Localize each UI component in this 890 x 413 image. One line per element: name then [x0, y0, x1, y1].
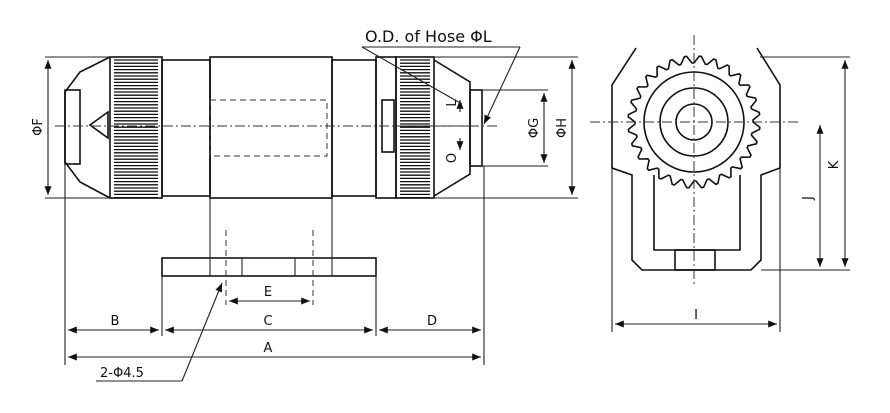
dim-b-label: B — [111, 314, 120, 329]
hose-od-leader-2 — [483, 46, 521, 125]
dim-j-label: J — [801, 196, 816, 201]
inner-bore-hidden — [209, 99, 328, 157]
hole-leader — [181, 282, 223, 382]
flow-direction-icon — [88, 110, 109, 140]
hose-od-label: O.D. of Hose ΦL — [365, 27, 492, 46]
l-label: L — [445, 99, 460, 107]
dim-e-label: E — [264, 285, 272, 300]
dim-d-label: D — [427, 314, 437, 329]
right-hose-fitting — [469, 89, 483, 167]
side-view: ΦF ΦG ΦH L O O.D. of Hose ΦL B C D — [31, 27, 578, 382]
end-view-bracket-inner — [653, 175, 741, 251]
dim-k-label: K — [827, 160, 842, 169]
o-label: O — [445, 153, 460, 163]
body-left-section — [161, 59, 211, 197]
end-view-housing — [611, 47, 781, 271]
left-nose — [64, 56, 111, 199]
phi-f-label: ΦF — [31, 118, 46, 136]
dim-a-label: A — [264, 341, 273, 356]
base-plate — [161, 257, 377, 277]
right-ring-collar — [375, 56, 397, 199]
dim-c-label: C — [263, 314, 272, 329]
end-view: I J K — [590, 35, 850, 332]
body-right-section — [331, 59, 377, 197]
phi-h-label: ΦH — [555, 118, 570, 138]
hole-label: 2-Φ4.5 — [100, 366, 144, 381]
dim-i-label: I — [694, 308, 698, 323]
body-center-section — [209, 56, 333, 199]
end-view-base-block — [674, 249, 716, 271]
left-end-plate — [64, 89, 81, 165]
knurl-right-pattern — [400, 59, 430, 199]
hose-od-leader-1 — [361, 46, 463, 105]
right-nose — [433, 59, 471, 197]
phi-g-label: ΦG — [527, 118, 542, 138]
knurl-left-pattern — [114, 59, 158, 199]
